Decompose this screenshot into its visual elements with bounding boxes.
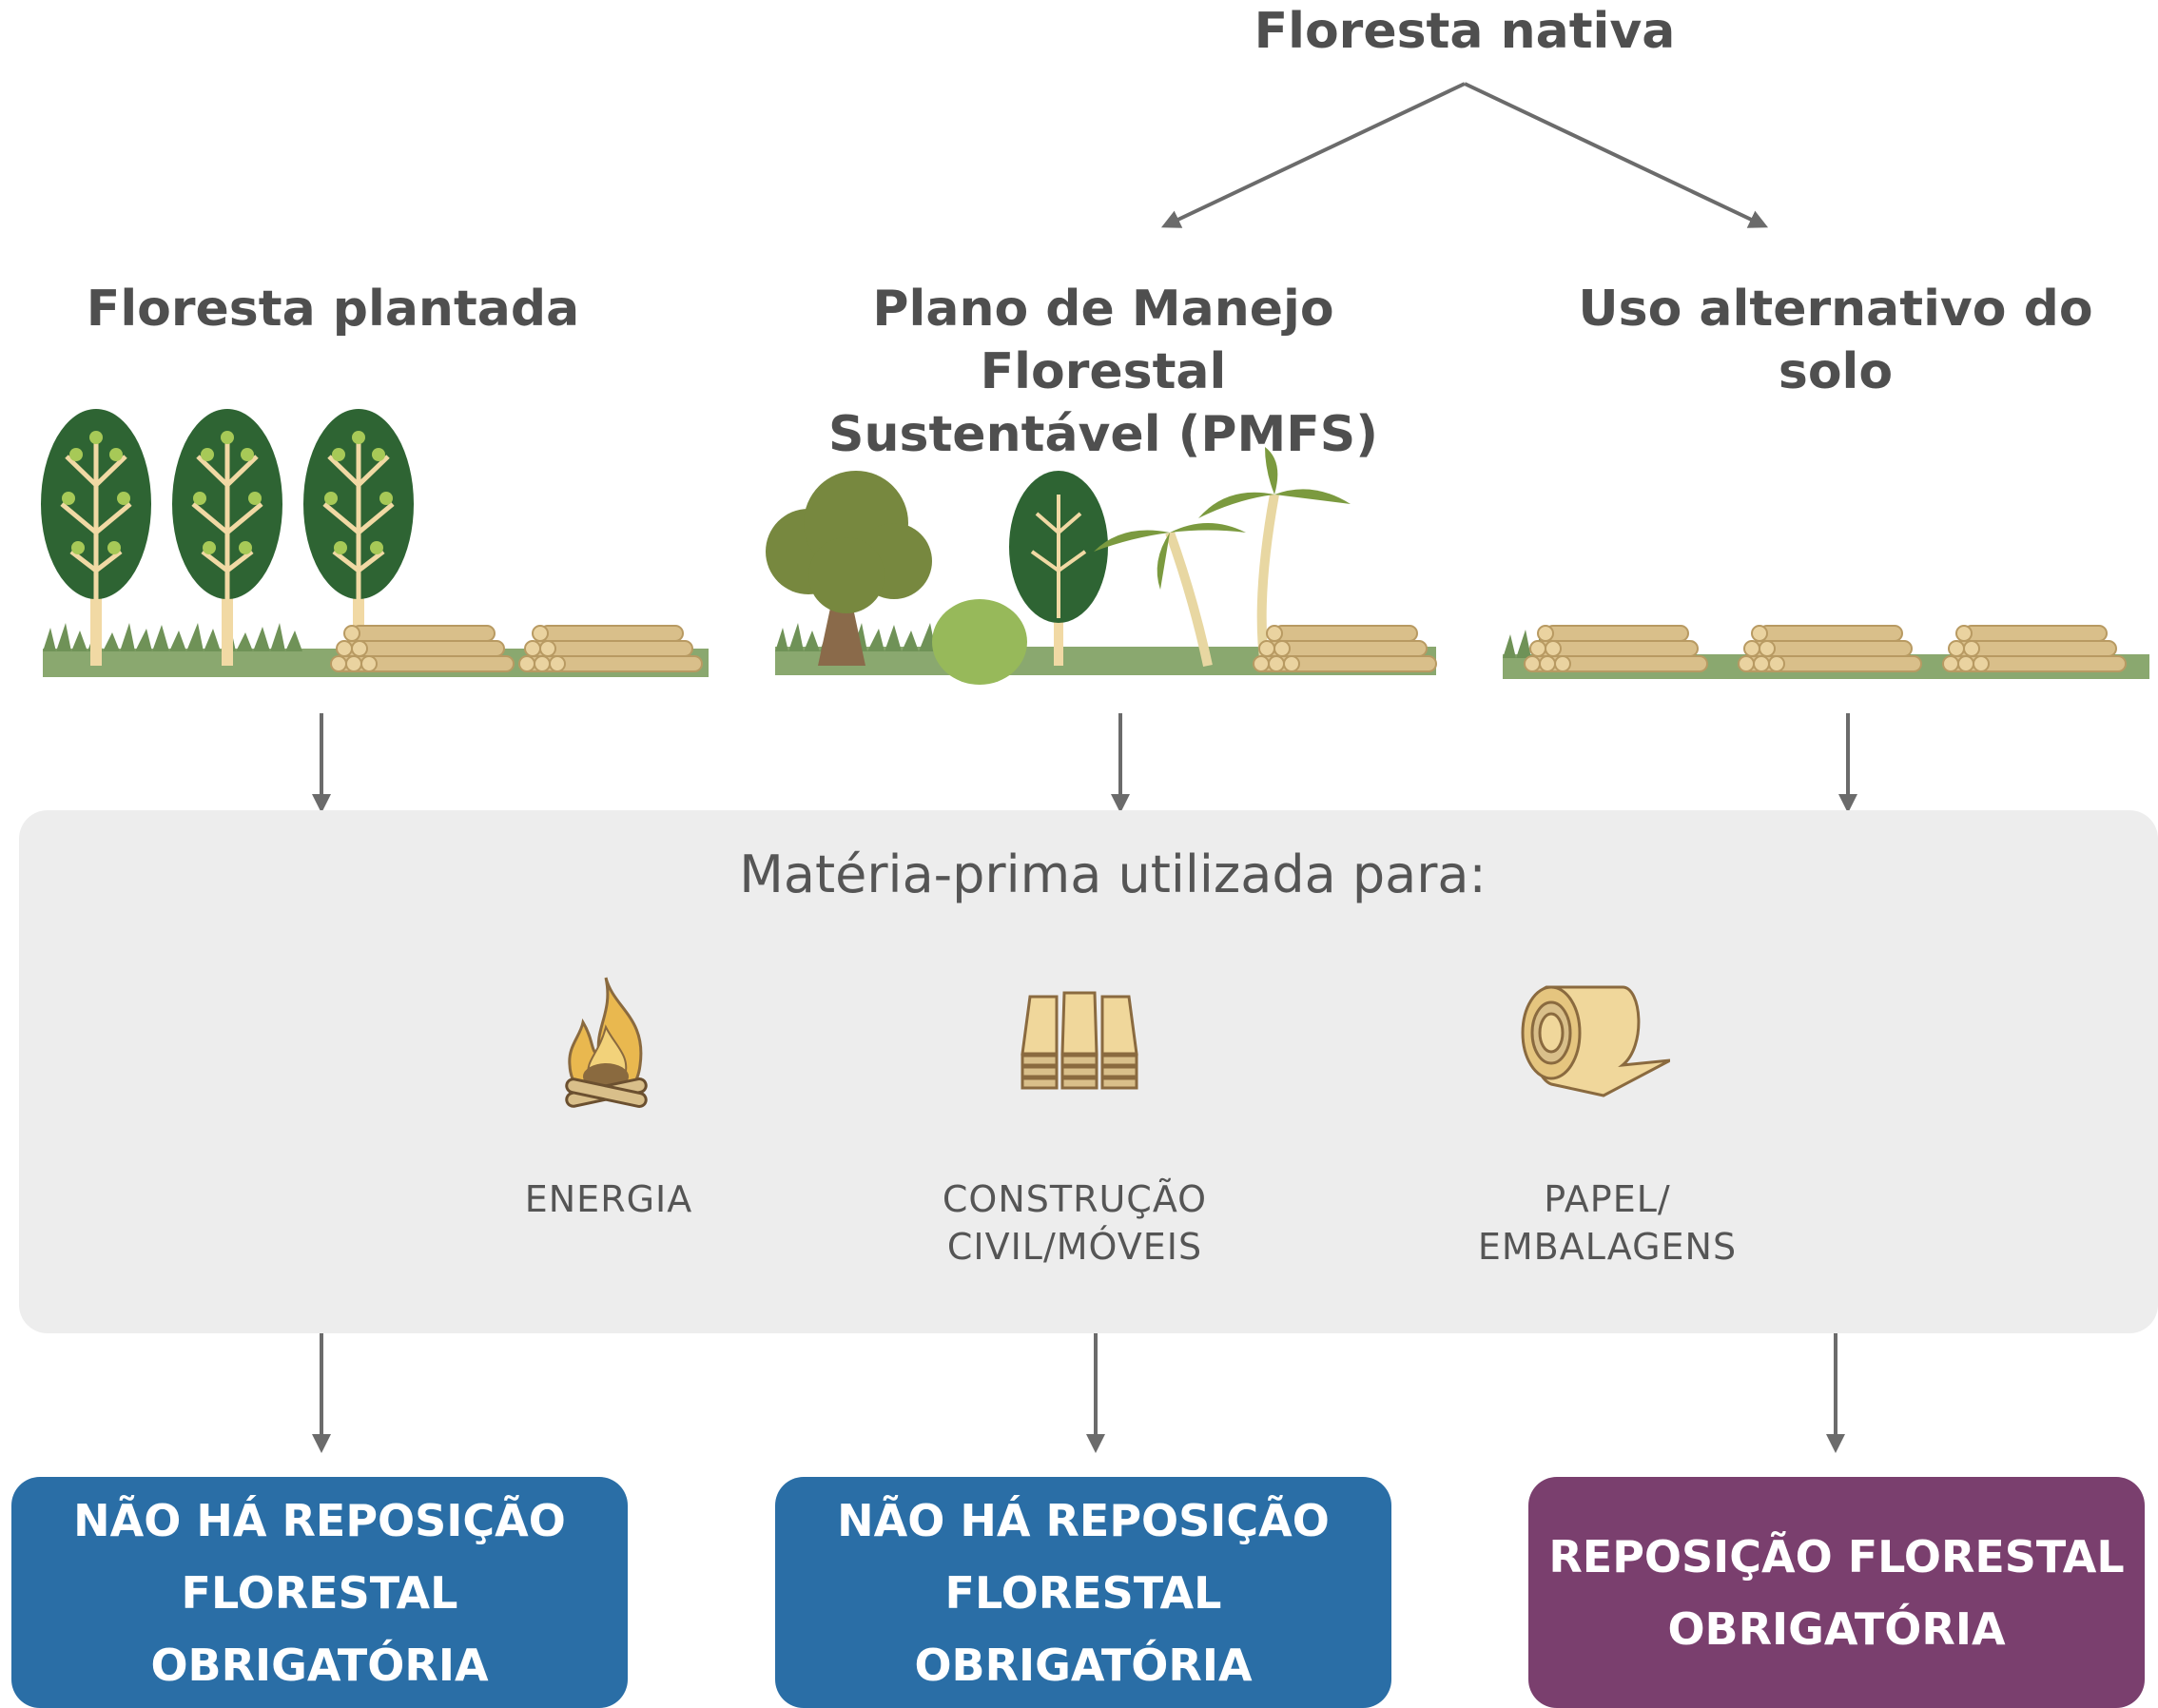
log-pile [1942,625,2127,672]
campfire-icon [565,977,648,1108]
result-box-floresta-plantada: NÃO HÁ REPOSIÇÃO FLORESTAL OBRIGATÓRIA [11,1477,628,1708]
bush [932,599,1027,685]
use-label-energia: ENERGIA [524,1178,693,1220]
use-label-papel: PAPEL/ EMBALAGENS [1477,1178,1738,1268]
broadleaf-tree [766,471,932,666]
floresta-plantada-title: Floresta plantada [86,281,580,338]
paper-roll-icon [1521,985,1670,1097]
raw-material-title: Matéria-prima utilizada para: [739,844,1487,904]
log-pile [330,625,515,672]
use-label-construcao: CONSTRUÇÃO CIVIL/MÓVEIS [942,1178,1208,1268]
tree-round [1009,471,1108,666]
arrow-to-pmfs [1160,82,1466,228]
tree-1 [41,409,151,666]
result-box-uso-alternativo: REPOSIÇÃO FLORESTAL OBRIGATÓRIA [1528,1477,2145,1708]
floresta-nativa-title: Floresta nativa [1254,3,1676,60]
log-pile [1253,625,1437,672]
palm-leaves [1094,447,1351,590]
land-use-illustration [1503,625,2149,679]
log-pile [518,625,703,672]
wood-planks-icon [1021,991,1138,1090]
result-box-pmfs: NÃO HÁ REPOSIÇÃO FLORESTAL OBRIGATÓRIA [775,1477,1391,1708]
planted-forest-illustration [41,409,709,677]
uso-alternativo-title: Uso alternativo do solo [1578,281,2093,400]
pmfs-title: Plano de Manejo Florestal Sustentável (P… [828,281,1378,463]
tree-2 [172,409,282,666]
tree-3 [303,409,414,666]
palm-trees [1165,494,1279,668]
log-pile [1738,625,1922,672]
arrow-to-uso-alternativo [1464,82,1769,228]
pmfs-illustration [766,447,1437,685]
log-pile [1524,625,1708,672]
